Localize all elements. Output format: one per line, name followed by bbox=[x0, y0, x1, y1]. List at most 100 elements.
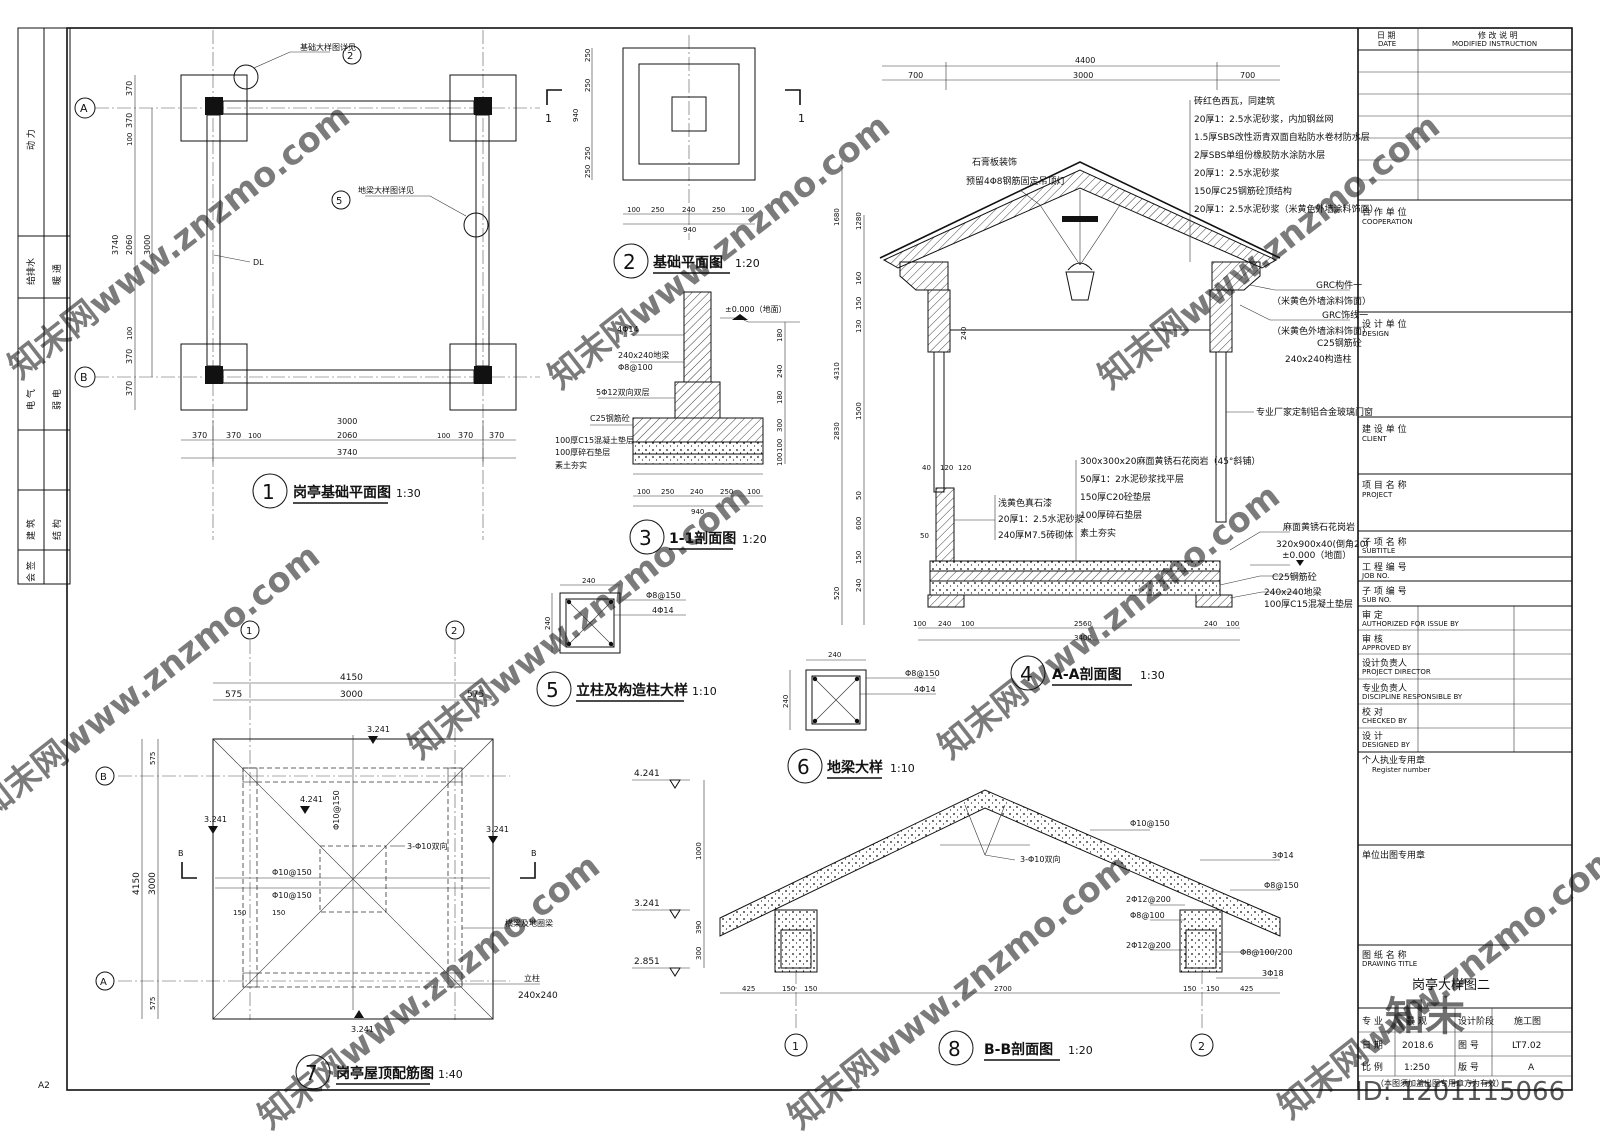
dim: 940 bbox=[691, 508, 704, 516]
elev: 4.241 bbox=[634, 769, 660, 779]
tb-director-cn: 设计负责人 bbox=[1362, 657, 1407, 669]
dim: 100 bbox=[627, 206, 640, 214]
dim: 240 bbox=[1204, 620, 1217, 628]
tb-cooperation-cn: 合 作 单 位 bbox=[1362, 206, 1407, 218]
watermark: 知末网www.znzmo.com bbox=[0, 536, 328, 827]
dim: 240 bbox=[682, 206, 695, 214]
detail-num: 4 bbox=[1020, 662, 1033, 686]
dim: 425 bbox=[742, 985, 755, 993]
rebar-label: Φ8@100 bbox=[1130, 911, 1165, 920]
dim: 240 bbox=[782, 695, 790, 708]
dim: 150 bbox=[272, 909, 285, 917]
floor-note: 素土夯实 bbox=[1080, 527, 1116, 539]
roof-note: 1.5厚SBS改性沥青双面自粘防水卷材防水层 bbox=[1194, 131, 1370, 143]
dim: 250 bbox=[712, 206, 725, 214]
dim: 250 bbox=[651, 206, 664, 214]
tb-checked-cn: 校 对 bbox=[1362, 706, 1383, 718]
section-label: 100厚碎石垫层 bbox=[555, 447, 610, 457]
right-note: 240x240构造柱 bbox=[1285, 353, 1352, 365]
dim: 2700 bbox=[994, 985, 1012, 993]
note: 预留4Φ8钢筋固定吊顶灯 bbox=[966, 175, 1066, 187]
dim: 40 bbox=[922, 464, 931, 472]
note: 石膏板装饰 bbox=[972, 156, 1017, 168]
right-note: （米黄色外墙涂料饰面） bbox=[1272, 295, 1371, 307]
dim: 100 bbox=[437, 432, 450, 440]
roof-note: 150厚C25钢筋砼顶结构 bbox=[1194, 185, 1292, 197]
section-label: Φ8@100 bbox=[618, 363, 653, 372]
tb-register-en: Register number bbox=[1372, 766, 1430, 774]
dim: 370 bbox=[125, 381, 134, 396]
dim: 250 bbox=[584, 147, 592, 160]
right-note: GRC饰线一 bbox=[1322, 309, 1368, 321]
dim: 100 bbox=[961, 620, 974, 628]
dim: 100 bbox=[248, 432, 261, 440]
left-strip: 动 力 给排水 暖 通 电 气 弱 电 建 筑 结 构 会 签 bbox=[18, 28, 70, 584]
detail-title: 岗亭屋顶配筋图 bbox=[336, 1065, 434, 1082]
dim: 1000 bbox=[695, 842, 703, 860]
dim: 50 bbox=[920, 532, 929, 540]
dim: 250 bbox=[720, 488, 733, 496]
detail-scale: 1:10 bbox=[692, 685, 717, 698]
sheet-size-mark: A2 bbox=[38, 1081, 50, 1091]
strip-label: 暖 通 bbox=[51, 264, 63, 285]
detail-title: B-B剖面图 bbox=[984, 1041, 1053, 1058]
dim: 2060 bbox=[337, 431, 357, 440]
dim: 100 bbox=[126, 133, 134, 146]
axis-label: 2 bbox=[451, 626, 457, 637]
rebar-label: Φ8@150 bbox=[1264, 881, 1299, 890]
detail-num: 2 bbox=[623, 250, 636, 274]
tb-date2-cn: 日 期 bbox=[1362, 1040, 1383, 1051]
strip-label: 动 力 bbox=[25, 129, 37, 150]
floor-note: 50厚1：2水泥砂浆找平层 bbox=[1080, 473, 1184, 485]
tb-designed-cn: 设 计 bbox=[1362, 730, 1383, 742]
rebar-label: 2Φ12@200 bbox=[1126, 895, 1171, 904]
dim: 3000 bbox=[148, 872, 158, 895]
floor-note: 300x300x20麻面黄锈石花岗岩（45°斜铺） bbox=[1080, 455, 1260, 467]
tb-spec-cn: 专 业 bbox=[1362, 1015, 1383, 1027]
rebar-label: 3-Φ10双向 bbox=[1020, 854, 1060, 864]
detail-8-section-b-b: 4.241 3.241 2.851 1000 390 300 Φ10@150 3… bbox=[632, 769, 1299, 1066]
detail-6-ground-beam: Φ8@150 4Φ14 240 240 6 地梁大样 1:10 bbox=[782, 651, 940, 784]
tb-designed-en: DESIGNED BY bbox=[1362, 741, 1410, 749]
tb-client-cn: 建 设 单 位 bbox=[1362, 423, 1407, 435]
dim: 1500 bbox=[855, 402, 863, 420]
tb-subtitle-cn: 子 项 名 称 bbox=[1362, 536, 1407, 548]
dim: 240 bbox=[855, 579, 863, 592]
tb-stage-cn: 设计阶段 bbox=[1458, 1015, 1494, 1027]
tb-project-cn: 项 目 名 称 bbox=[1362, 479, 1407, 491]
roof-note: 20厚1：2.5水泥砂浆 bbox=[1194, 167, 1280, 179]
right-note: C25钢筋砼 bbox=[1317, 337, 1362, 349]
dim: 240 bbox=[776, 365, 784, 378]
dim: 1280 bbox=[855, 212, 863, 230]
tb-stage-val: 施工图 bbox=[1514, 1015, 1541, 1027]
detail-title: 立柱及构造柱大样 bbox=[576, 682, 688, 699]
tb-checked-en: CHECKED BY bbox=[1362, 717, 1408, 725]
roof-note: 2厚SBS单组份橡胶防水涂防水层 bbox=[1194, 149, 1325, 161]
strip-label: 电 气 bbox=[25, 389, 37, 410]
cut-mark: B bbox=[178, 849, 184, 858]
dim: 240 bbox=[582, 577, 595, 585]
floor-note: 100厚碎石垫层 bbox=[1080, 509, 1142, 521]
dim: 150 bbox=[1183, 985, 1196, 993]
tb-design-cn: 设 计 单 位 bbox=[1362, 318, 1407, 330]
dl-label: DL bbox=[253, 258, 264, 267]
detail-scale: 1:30 bbox=[396, 487, 421, 500]
base-note: C25钢筋砼 bbox=[1272, 571, 1317, 583]
floor-note: 150厚C20砼垫层 bbox=[1080, 491, 1151, 503]
tb-job-cn: 工 程 编 号 bbox=[1362, 561, 1407, 573]
elev: 3.241 bbox=[367, 725, 390, 734]
detail-num: 1 bbox=[262, 480, 275, 504]
dim: 150 bbox=[804, 985, 817, 993]
dim: 150 bbox=[233, 909, 246, 917]
rebar-label: 3Φ14 bbox=[1272, 851, 1294, 860]
dim: 575 bbox=[225, 690, 242, 700]
section-label: 5Φ12双向双层 bbox=[596, 387, 650, 397]
ring-beam-label: 横梁及地圈梁 bbox=[505, 918, 553, 928]
note-top: 基础大样图详见 bbox=[300, 42, 356, 52]
section-label: 100厚C15混凝土垫层 bbox=[555, 435, 634, 445]
elev: 2.851 bbox=[634, 957, 660, 967]
dim: 2830 bbox=[833, 422, 841, 440]
detail-scale: 1:20 bbox=[742, 533, 767, 546]
tb-spec-val: 景 观 bbox=[1406, 1016, 1427, 1027]
dim: 100 bbox=[1226, 620, 1239, 628]
